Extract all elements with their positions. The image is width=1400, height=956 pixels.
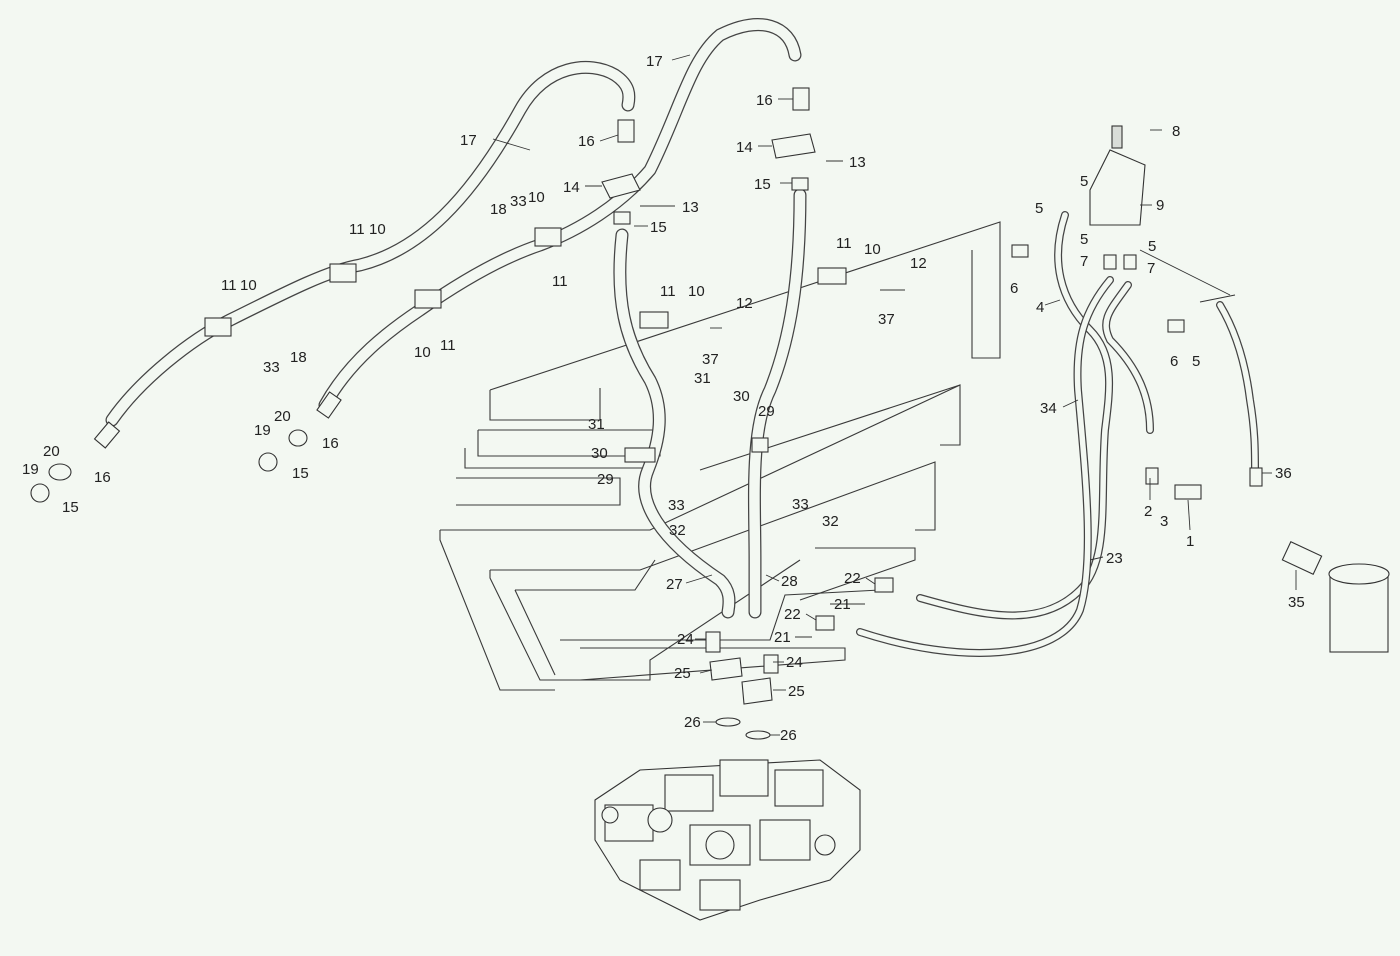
callout-16: 16 [94,469,111,486]
right-side-hoses [856,211,1259,657]
callout-4: 4 [1036,299,1044,316]
callout-6: 6 [1170,353,1178,370]
callout-3: 3 [1160,513,1168,530]
callout-labels: 1 2 3 4 5 5 5 5 5 6 6 7 7 8 9 10 10 10 1… [22,53,1305,744]
callout-14: 14 [563,179,580,196]
callout-34: 34 [1040,400,1057,417]
callout-28: 28 [781,573,798,590]
callout-20: 20 [274,408,291,425]
callout-16: 16 [578,133,595,150]
callout-11: 11 [349,221,365,238]
callout-15: 15 [62,499,79,516]
callout-31: 31 [588,416,605,433]
callout-10: 10 [688,283,705,300]
callout-10: 10 [414,344,431,361]
callout-7: 7 [1080,253,1088,270]
callout-15: 15 [292,465,309,482]
callout-11: 11 [440,337,456,354]
callout-22: 22 [844,570,861,587]
callout-27: 27 [666,576,683,593]
callout-13: 13 [682,199,699,216]
callout-21: 21 [774,629,791,646]
callout-33: 33 [263,359,280,376]
callout-12: 12 [910,255,927,272]
callout-1: 1 [1186,533,1194,550]
callout-29: 29 [597,471,614,488]
frame-outline [439,221,1001,691]
callout-15: 15 [650,219,667,236]
callout-11: 11 [552,273,568,290]
callout-22: 22 [784,606,801,623]
callout-20: 20 [43,443,60,460]
callout-5: 5 [1192,353,1200,370]
callout-15: 15 [754,176,771,193]
callout-25: 25 [674,665,691,682]
callout-9: 9 [1156,197,1164,214]
callout-36: 36 [1275,465,1292,482]
callout-2: 2 [1144,503,1152,520]
callout-10: 10 [864,241,881,258]
callout-14: 14 [736,139,753,156]
callout-11: 11 [221,277,237,294]
center-vertical-hoses [613,188,807,619]
fittings [30,87,1390,740]
callout-37: 37 [878,311,895,328]
callout-19: 19 [254,422,271,439]
callout-8: 8 [1172,123,1180,140]
callout-10: 10 [240,277,257,294]
callout-29: 29 [758,403,775,420]
callout-23: 23 [1106,550,1123,567]
callout-31: 31 [694,370,711,387]
callout-5: 5 [1080,173,1088,190]
callout-17: 17 [646,53,663,70]
hose-17-left-assembly [105,18,802,427]
callout-30: 30 [591,445,608,462]
callout-21: 21 [834,596,851,613]
callout-33: 33 [668,497,685,514]
callout-11: 11 [660,283,676,300]
callout-18: 18 [490,201,507,218]
callout-10: 10 [528,189,545,206]
callout-26: 26 [780,727,797,744]
callout-26: 26 [684,714,701,731]
callout-33: 33 [792,496,809,513]
callout-16: 16 [756,92,773,109]
callout-13: 13 [849,154,866,171]
callout-35: 35 [1288,594,1305,611]
callout-17: 17 [460,132,477,149]
callout-10: 10 [369,221,386,238]
callout-33: 33 [510,193,527,210]
callout-32: 32 [669,522,686,539]
callout-5: 5 [1080,231,1088,248]
callout-6: 6 [1010,280,1018,297]
leader-lines [492,54,1297,736]
callout-5: 5 [1035,200,1043,217]
callout-18: 18 [290,349,307,366]
callout-24: 24 [786,654,803,671]
callout-5: 5 [1148,238,1156,255]
callout-30: 30 [733,388,750,405]
callout-19: 19 [22,461,39,478]
callout-24: 24 [677,631,694,648]
callout-16: 16 [322,435,339,452]
callout-37: 37 [702,351,719,368]
callout-25: 25 [788,683,805,700]
callout-12: 12 [736,295,753,312]
callout-11: 11 [836,235,852,252]
control-valve-block [594,759,861,921]
callout-32: 32 [822,513,839,530]
callout-7: 7 [1147,260,1155,277]
